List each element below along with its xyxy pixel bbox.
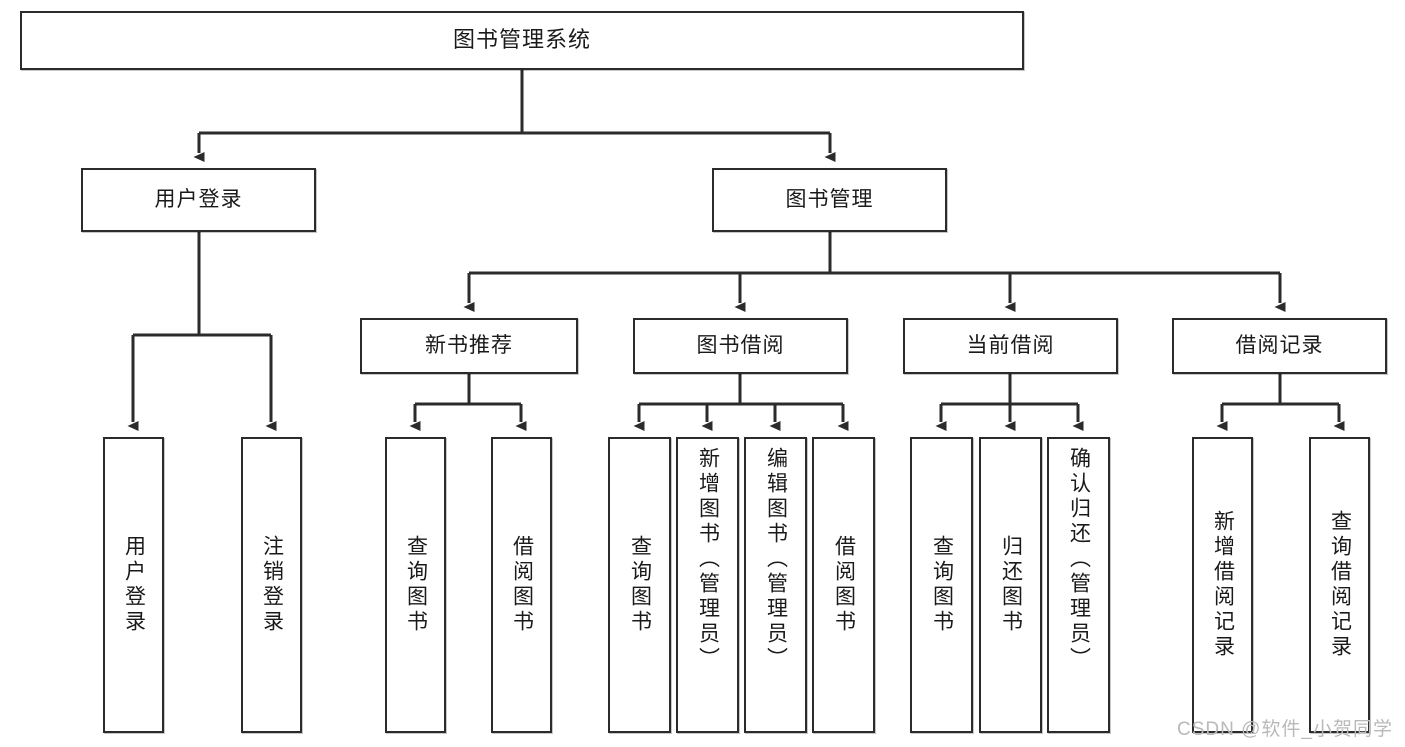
node-label: 编辑图书（管理员） [764, 447, 788, 672]
leaf-current-return-book[interactable]: 归还图书 [979, 437, 1042, 733]
csdn-watermark: CSDN @软件_小贺同学 [1177, 719, 1393, 740]
node-label: 查询图书 [404, 535, 428, 635]
node-label: 查询图书 [930, 535, 954, 635]
node-book-management[interactable]: 图书管理 [712, 168, 947, 232]
node-label: 查询图书 [628, 535, 652, 635]
node-label: 新增图书（管理员） [696, 447, 720, 672]
node-book-borrow[interactable]: 图书借阅 [633, 318, 848, 374]
leaf-current-query-book[interactable]: 查询图书 [910, 437, 973, 733]
leaf-borrow-borrow-book[interactable]: 借阅图书 [812, 437, 875, 733]
leaf-borrow-query-book[interactable]: 查询图书 [608, 437, 671, 733]
leaf-user-login-login[interactable]: 用户登录 [103, 437, 164, 733]
leaf-current-confirm-return-admin[interactable]: 确认归还（管理员） [1047, 437, 1110, 733]
node-label: 当前借阅 [966, 334, 1055, 358]
leaf-borrow-edit-book-admin[interactable]: 编辑图书（管理员） [744, 437, 807, 733]
node-borrow-records[interactable]: 借阅记录 [1172, 318, 1387, 374]
node-root-book-management-system[interactable]: 图书管理系统 [20, 11, 1024, 70]
leaf-new-book-borrow[interactable]: 借阅图书 [491, 437, 552, 733]
node-label: 归还图书 [999, 535, 1023, 635]
node-label: 图书借阅 [696, 334, 785, 358]
leaf-records-query-record[interactable]: 查询借阅记录 [1309, 437, 1370, 733]
node-new-book-recommend[interactable]: 新书推荐 [360, 318, 578, 374]
node-label: 借阅图书 [832, 535, 856, 635]
node-label: 用户登录 [154, 188, 243, 212]
node-user-login[interactable]: 用户登录 [81, 168, 316, 232]
leaf-borrow-add-book-admin[interactable]: 新增图书（管理员） [676, 437, 739, 733]
node-label: 注销登录 [260, 535, 284, 635]
node-label: 新书推荐 [425, 334, 513, 358]
node-label: 确认归还（管理员） [1067, 447, 1091, 672]
leaf-records-add-record[interactable]: 新增借阅记录 [1192, 437, 1253, 733]
leaf-new-book-query[interactable]: 查询图书 [385, 437, 446, 733]
node-label: 借阅记录 [1235, 334, 1324, 358]
leaf-user-login-logout[interactable]: 注销登录 [241, 437, 302, 733]
node-label: 新增借阅记录 [1211, 510, 1235, 660]
node-label: 借阅图书 [510, 535, 534, 635]
node-label: 查询借阅记录 [1328, 510, 1352, 660]
node-label: 图书管理系统 [452, 27, 591, 53]
node-label: 图书管理 [785, 188, 874, 212]
node-label: 用户登录 [122, 535, 146, 635]
node-current-borrow[interactable]: 当前借阅 [903, 318, 1118, 374]
